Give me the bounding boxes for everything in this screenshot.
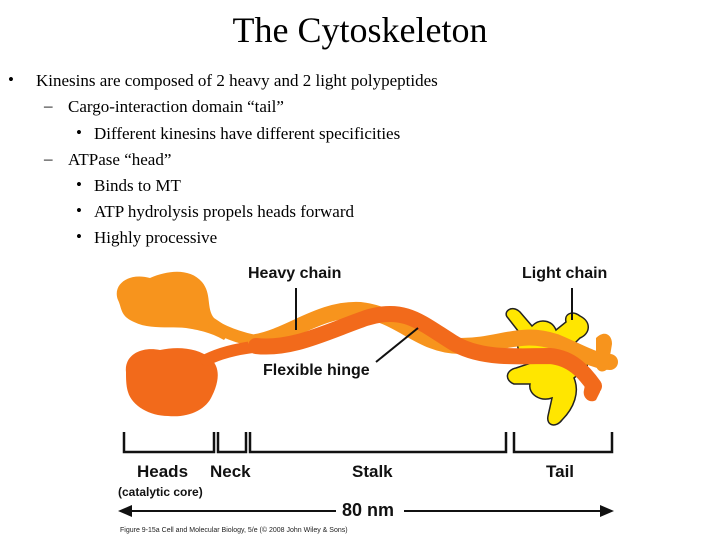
neck-label: Neck — [210, 462, 251, 481]
heads-bracket — [122, 432, 216, 454]
bullet-text: Kinesins are composed of 2 heavy and 2 l… — [36, 71, 438, 90]
bullet-marker: – — [44, 149, 53, 168]
figure-caption: Figure 9-15a Cell and Molecular Biology,… — [120, 527, 348, 534]
neck-bracket — [216, 432, 248, 454]
bullet-text: Different kinesins have different specif… — [94, 124, 401, 143]
hinge-pointer — [375, 327, 419, 363]
tail-label: Tail — [546, 462, 575, 481]
bullet-marker: • — [8, 70, 14, 89]
stalk-label: Stalk — [352, 462, 393, 481]
tail-bracket — [512, 432, 614, 454]
bullet-marker: • — [76, 227, 82, 246]
heads-label: Heads — [137, 462, 189, 481]
bullet-marker: • — [76, 123, 82, 142]
bullet-text: Binds to MT — [94, 176, 181, 195]
bullet-text: ATPase “head” — [68, 150, 172, 169]
bullet-marker: • — [76, 201, 82, 220]
length-arrowhead-right — [600, 505, 614, 517]
slide-title: The Cytoskeleton — [232, 10, 488, 50]
length-arrowhead-left — [118, 505, 132, 517]
catalytic-core-label: (catalytic core) — [118, 485, 203, 499]
heavy-chain-label: Heavy chain — [248, 265, 342, 282]
bullet-text: Highly processive — [94, 228, 218, 247]
bullet-marker: • — [76, 175, 82, 194]
flexible-hinge-label: Flexible hinge — [263, 362, 370, 379]
bullet-marker: – — [44, 96, 53, 115]
heavy-chain-head-upper — [116, 271, 232, 340]
bullet-text: ATP hydrolysis propels heads forward — [94, 202, 354, 221]
light-chain-label: Light chain — [522, 265, 608, 282]
bullet-text: Cargo-interaction domain “tail” — [68, 97, 284, 116]
heavy-chain-tail-end — [596, 333, 612, 372]
length-label: 80 nm — [342, 500, 395, 520]
stalk-bracket — [248, 432, 508, 454]
heavy-chain-strand — [248, 305, 602, 394]
heavy-chain-head-lower — [125, 348, 218, 417]
heavy-chain-tail-end — [583, 378, 601, 402]
